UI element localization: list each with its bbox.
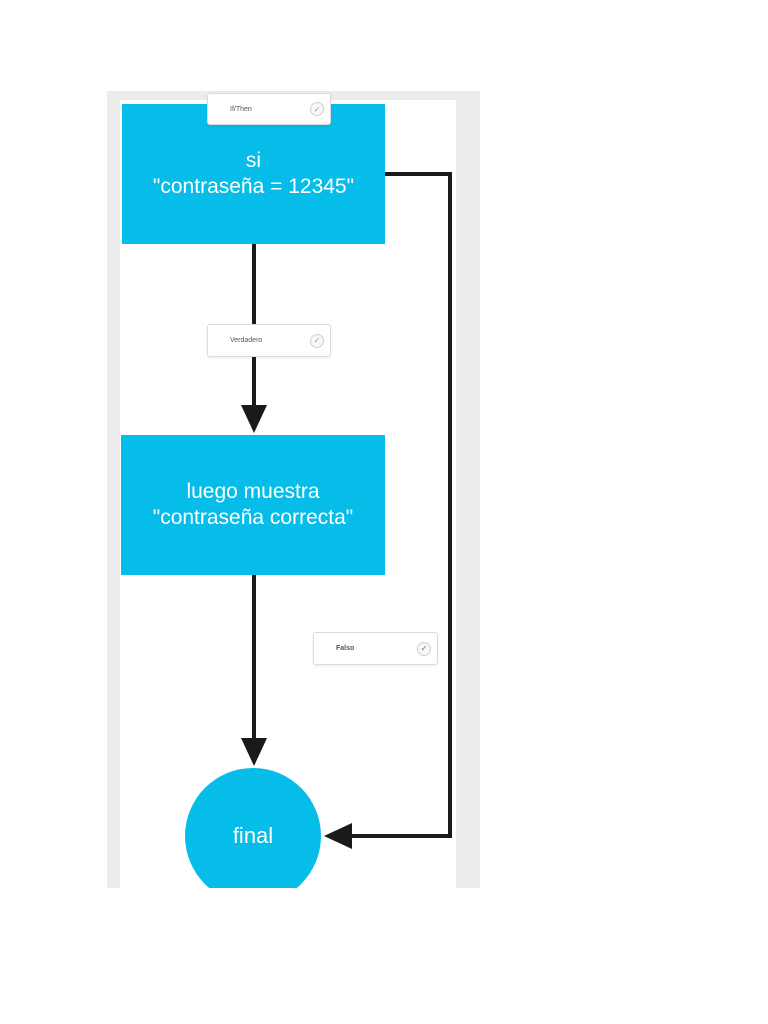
process-line-1: luego muestra: [186, 480, 320, 503]
end-circle[interactable]: final: [185, 768, 321, 904]
edge-label-false[interactable]: Falso ✓: [313, 632, 438, 665]
edge-label-false-text: Falso: [336, 645, 355, 652]
decision-line-1: si: [245, 149, 262, 172]
edge-label-true[interactable]: Verdadero ✓: [207, 324, 331, 357]
process-box[interactable]: luego muestra "contraseña correcta": [121, 435, 385, 575]
edge-label-true-text: Verdadero: [230, 337, 263, 344]
page-blank-area: [100, 888, 500, 1024]
decision-line-2: "contraseña = 12345": [152, 175, 355, 198]
check-icon[interactable]: ✓: [310, 102, 324, 116]
end-label: final: [232, 823, 274, 848]
edge-label-top[interactable]: If/Then ✓: [207, 93, 331, 125]
process-line-2: "contraseña correcta": [152, 506, 354, 529]
decision-box[interactable]: si "contraseña = 12345": [122, 104, 385, 244]
check-icon[interactable]: ✓: [310, 333, 324, 348]
check-icon[interactable]: ✓: [417, 641, 431, 656]
edge-label-top-text: If/Then: [230, 105, 252, 113]
